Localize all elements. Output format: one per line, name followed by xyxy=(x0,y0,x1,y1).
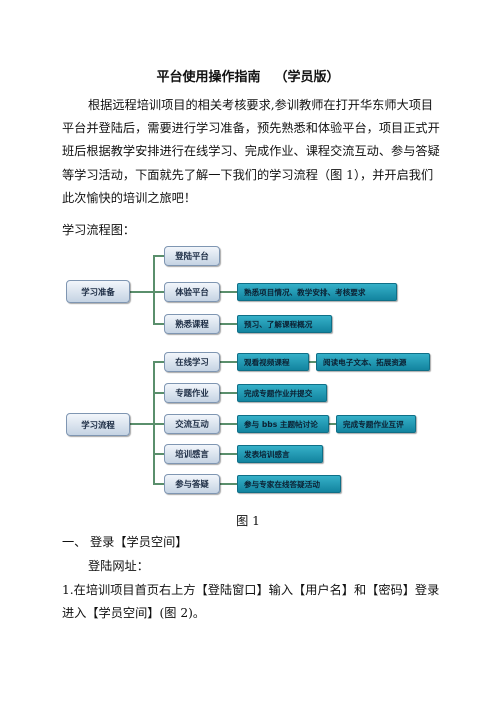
flow-label: 学习流程图： xyxy=(62,223,136,237)
connector-line xyxy=(327,423,337,425)
node-interaction: 交流互动 xyxy=(164,414,220,434)
connector-line xyxy=(153,483,165,485)
node-submit-homework: 完成专题作业并提交 xyxy=(237,384,327,402)
connector-line xyxy=(153,255,165,257)
connector-line xyxy=(129,291,155,293)
node-publish-feeling: 发表培训感言 xyxy=(237,445,323,463)
node-training-feeling: 培训感言 xyxy=(164,444,220,464)
node-read-resources: 阅读电子文本、拓展资源 xyxy=(316,353,430,371)
node-peer-review: 完成专题作业互评 xyxy=(336,415,416,433)
node-expert-qa: 参与专家在线答疑活动 xyxy=(237,475,341,493)
intro-paragraph: 根据远程培训项目的相关考核要求,参训教师在打开华东师大项目平台并登陆后，需要进行… xyxy=(62,98,440,205)
connector-line xyxy=(219,361,237,363)
connector-line xyxy=(153,255,155,325)
connector-line xyxy=(153,423,165,425)
node-familiar-course: 熟悉课程 xyxy=(164,314,220,334)
step-1-paragraph: 1.在培训项目首页右上方【登陆窗口】输入【用户名】和【密码】登录进入【学员空间】… xyxy=(62,583,440,621)
connector-line xyxy=(129,423,155,425)
connector-line xyxy=(219,323,237,325)
title-subtitle: （学员版） xyxy=(274,70,340,85)
node-study-prep: 学习准备 xyxy=(66,280,130,303)
node-preview-course: 预习、了解课程概况 xyxy=(237,315,332,333)
node-study-flow: 学习流程 xyxy=(66,413,130,436)
node-familiar-info: 熟悉项目情况、教学安排、考核要求 xyxy=(237,283,397,301)
connector-line xyxy=(153,453,165,455)
node-join-qa: 参与答疑 xyxy=(164,474,220,494)
title-main: 平台使用操作指南 xyxy=(156,70,261,85)
connector-line xyxy=(219,392,237,394)
section-number: 一、 xyxy=(62,535,87,549)
connector-line xyxy=(219,453,237,455)
page-title: 平台使用操作指南 （学员版） xyxy=(0,66,496,85)
connector-line xyxy=(153,392,165,394)
connector-line xyxy=(219,483,237,485)
node-experience-platform: 体验平台 xyxy=(164,282,220,302)
connector-line xyxy=(307,361,317,363)
connector-line xyxy=(153,361,155,483)
node-bbs-discussion: 参与 bbs 主题帖讨论 xyxy=(237,415,329,433)
section-heading: 一、登录【学员空间】 xyxy=(62,532,188,550)
connector-line xyxy=(153,323,165,325)
node-watch-video: 观看视频课程 xyxy=(237,353,309,371)
connector-line xyxy=(153,361,165,363)
flow-diagram: 学习准备 学习流程 登陆平台 体验平台 熟悉课程 在线学习 专题作业 交流互动 … xyxy=(64,243,434,508)
section-title: 登录【学员空间】 xyxy=(90,535,188,549)
node-online-study: 在线学习 xyxy=(164,352,220,372)
figure-caption: 图 1 xyxy=(236,514,260,528)
login-site-label: 登陆网址： xyxy=(88,559,149,573)
node-topic-homework: 专题作业 xyxy=(164,383,220,403)
connector-line xyxy=(219,423,237,425)
connector-line xyxy=(153,291,165,293)
connector-line xyxy=(219,291,237,293)
node-login-platform: 登陆平台 xyxy=(164,246,220,266)
